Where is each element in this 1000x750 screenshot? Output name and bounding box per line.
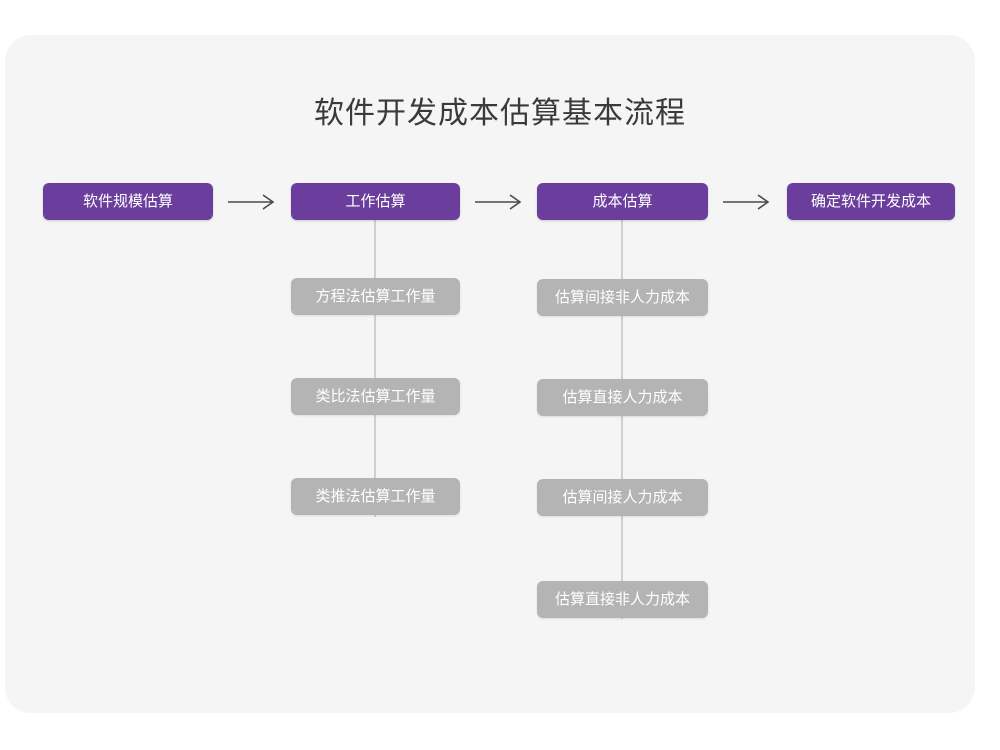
- sub-node-analogy-method-workload[interactable]: 类比法估算工作量: [291, 378, 460, 415]
- diagram-card-background: [5, 35, 975, 713]
- right-arrow-icon: [723, 192, 773, 212]
- flow-node-determine-development-cost[interactable]: 确定软件开发成本: [787, 183, 955, 220]
- flow-node-software-scale-estimation[interactable]: 软件规模估算: [43, 183, 213, 220]
- connector-line-cost-estimation: [621, 219, 623, 619]
- flow-node-cost-estimation[interactable]: 成本估算: [537, 183, 708, 220]
- right-arrow-icon: [228, 192, 278, 212]
- right-arrow-icon: [475, 192, 525, 212]
- sub-node-indirect-non-labor-cost[interactable]: 估算间接非人力成本: [537, 279, 708, 316]
- sub-node-direct-labor-cost[interactable]: 估算直接人力成本: [537, 379, 708, 416]
- connector-line-work-estimation: [374, 219, 376, 517]
- sub-node-analogy-inference-method-workload[interactable]: 类推法估算工作量: [291, 478, 460, 515]
- flow-node-work-estimation[interactable]: 工作估算: [291, 183, 460, 220]
- page-title: 软件开发成本估算基本流程: [314, 97, 686, 130]
- sub-node-indirect-labor-cost[interactable]: 估算间接人力成本: [537, 479, 708, 516]
- sub-node-direct-non-labor-cost[interactable]: 估算直接非人力成本: [537, 581, 708, 618]
- sub-node-equation-method-workload[interactable]: 方程法估算工作量: [291, 278, 460, 315]
